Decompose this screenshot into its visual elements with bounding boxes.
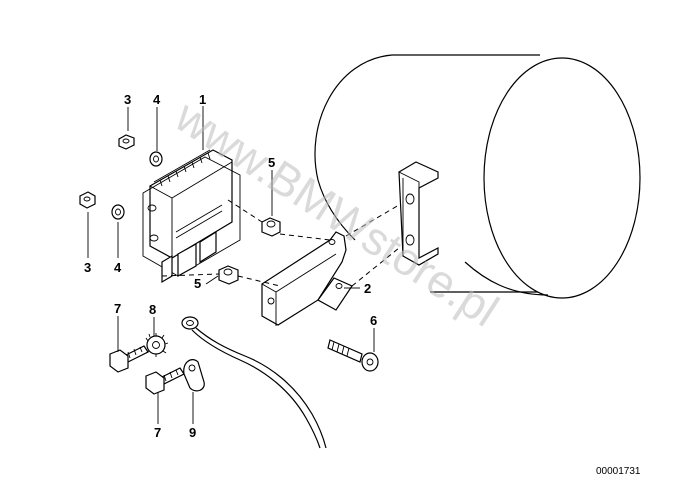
callout-7-lower: 7 [154, 425, 161, 440]
diagram-number: 00001731 [596, 466, 641, 477]
rubber-mount-lower [218, 265, 239, 285]
lock-washer [145, 333, 169, 357]
rubber-mount-upper [261, 217, 281, 237]
ground-cable [181, 316, 327, 449]
callout-7-upper: 7 [114, 301, 121, 316]
leader-lines [87, 106, 375, 424]
cylinder-housing [314, 54, 641, 299]
holder-bracket [261, 231, 353, 326]
callout-6: 6 [370, 313, 377, 328]
callout-9: 9 [189, 425, 196, 440]
callout-5-lower: 5 [194, 276, 201, 291]
washer-lower [111, 204, 125, 220]
bolt-lower [145, 367, 185, 395]
callout-2: 2 [364, 281, 371, 296]
callout-3-lower: 3 [84, 260, 91, 275]
nut-lower [79, 191, 96, 209]
callout-5-upper: 5 [268, 155, 275, 170]
callout-8: 8 [149, 302, 156, 317]
screw-long [327, 339, 379, 372]
callout-4-upper: 4 [153, 92, 161, 107]
washer-upper [149, 151, 163, 167]
cylinder-bracket [398, 161, 439, 266]
cable-lug [183, 359, 205, 392]
callout-labels: 3 4 1 5 3 4 5 2 7 8 6 7 9 [84, 92, 377, 440]
callout-4-lower: 4 [114, 260, 122, 275]
callout-1: 1 [199, 92, 206, 107]
control-unit [142, 149, 241, 284]
callout-3-upper: 3 [124, 92, 131, 107]
assembly-lines [161, 199, 400, 287]
bolt-upper [109, 345, 149, 373]
nut-upper [118, 134, 135, 150]
